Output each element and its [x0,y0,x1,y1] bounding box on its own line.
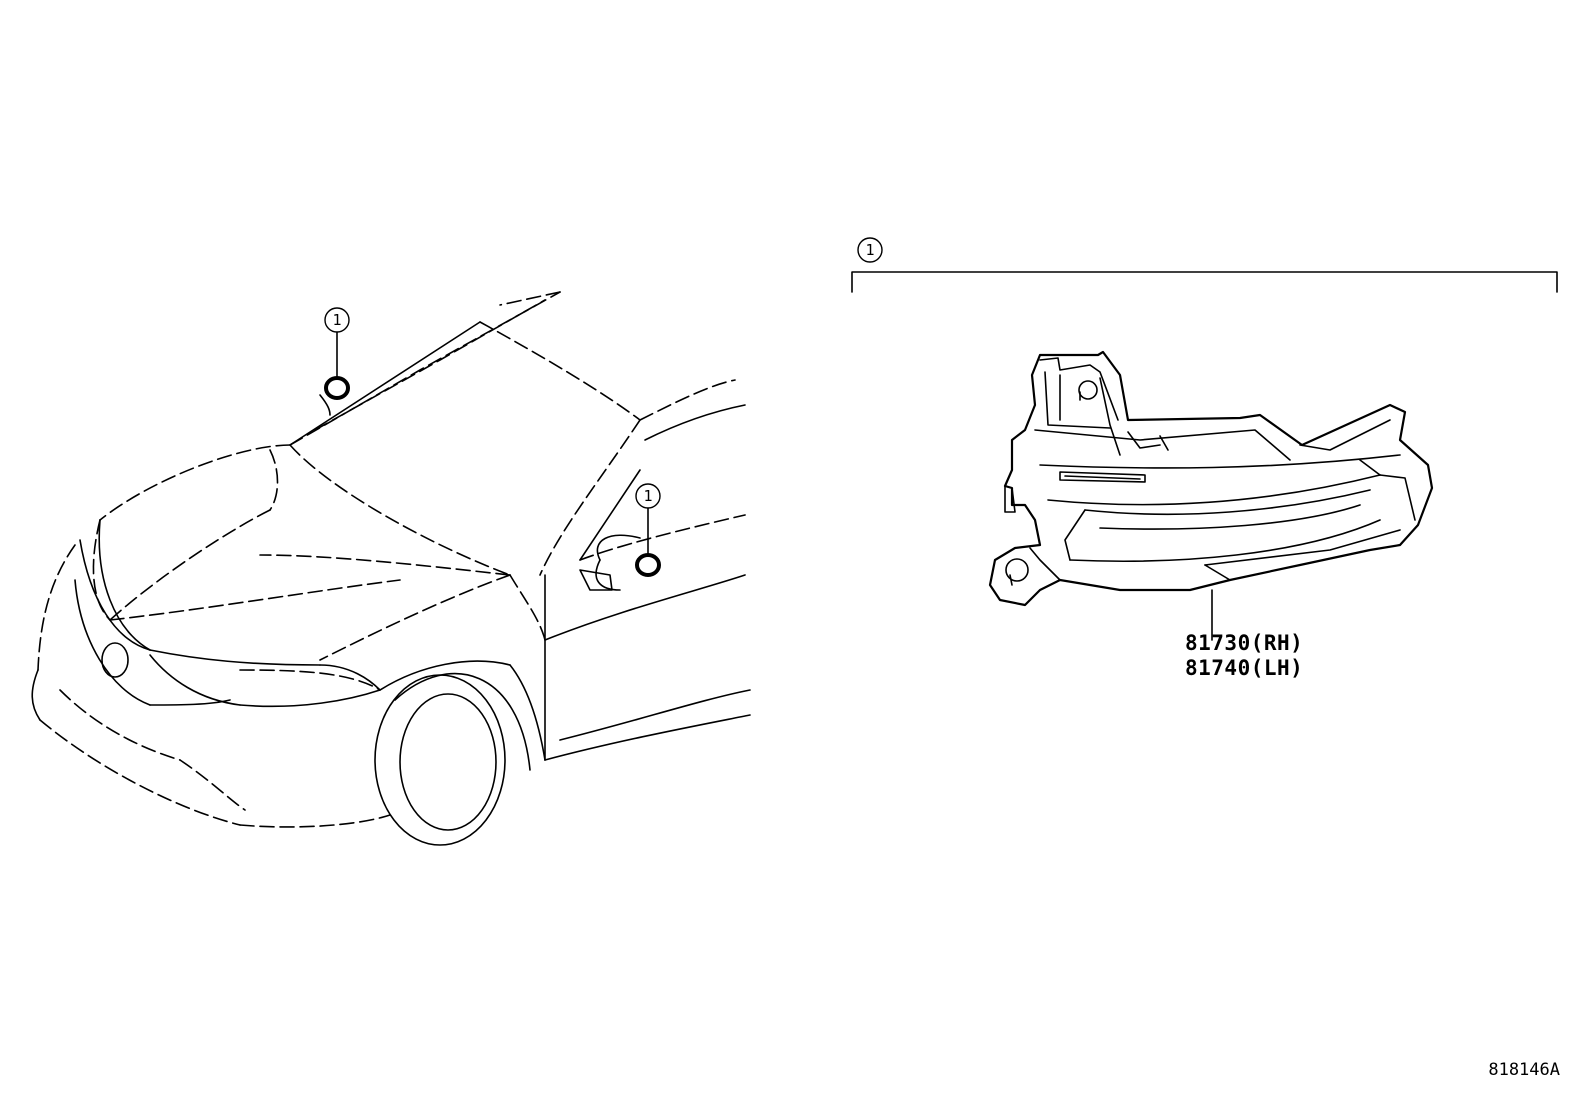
callout-windshield: 1 [324,307,350,378]
svg-text:1: 1 [332,311,341,329]
car-illustration [31,291,751,846]
illustration-code: 818146A [1488,1060,1560,1080]
part-number-rh: 81730(RH) [1185,631,1303,655]
marker-windshield [324,376,350,400]
svg-text:1: 1 [643,487,652,505]
assembly-bracket: 1 [851,237,1558,293]
marker-mirror [635,553,661,577]
part-number-labels: 81730(RH) 81740(LH) [1185,631,1303,680]
part-number-lh: 81740(LH) [1185,656,1303,680]
svg-text:1: 1 [865,241,874,259]
callout-mirror: 1 [635,483,661,555]
turn-signal-lamp-part [988,350,1434,641]
